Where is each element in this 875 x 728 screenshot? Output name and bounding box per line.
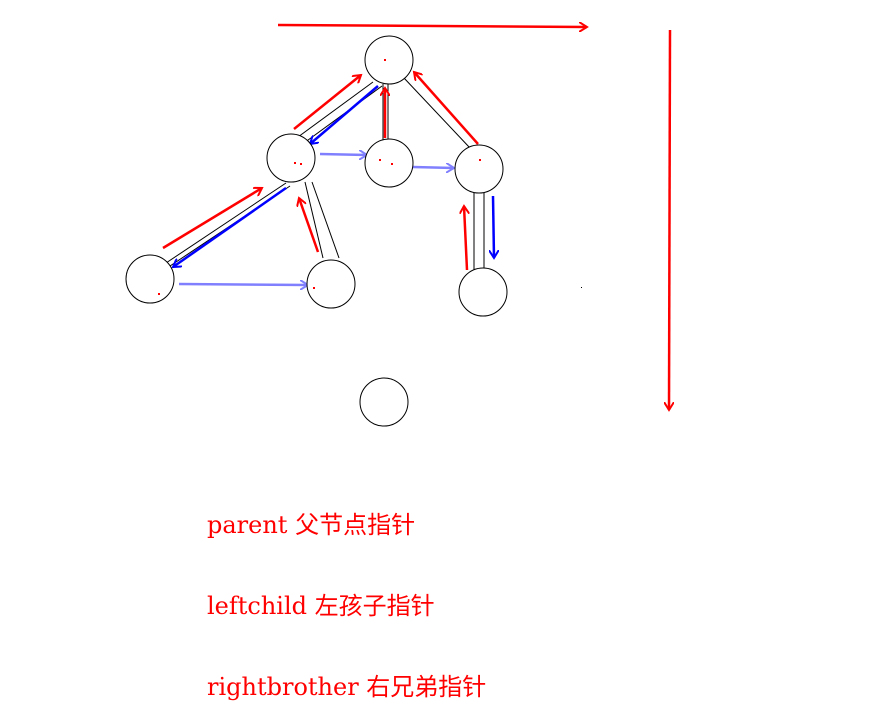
node-dot — [313, 287, 315, 289]
node-left — [266, 133, 316, 183]
rightbrother-arrow-mid-to-right — [412, 167, 454, 168]
edge-root-left-a — [297, 81, 374, 138]
edge-left-lr-a — [304, 181, 324, 259]
leftchild-pointers — [173, 85, 494, 267]
parent-arrow-rc-to-right — [464, 206, 467, 271]
legend-leftchild: leftchild 左孩子指针 — [207, 592, 435, 620]
node-dot — [391, 163, 393, 165]
leftchild-arrow-left-to-ll — [173, 186, 287, 267]
tree-nodes — [125, 35, 508, 427]
node-left-right — [306, 259, 356, 309]
node-right-child — [458, 267, 508, 317]
node-dot — [479, 159, 481, 161]
legend-rightbrother: rightbrother 右兄弟指针 — [207, 673, 487, 701]
node-dot — [384, 59, 386, 61]
horizontal-traversal-arrow — [277, 25, 587, 27]
rightbrother-arrow-left-to-mid — [319, 154, 367, 155]
node-left-left — [125, 254, 175, 304]
parent-pointers — [162, 72, 479, 271]
node-dot — [379, 159, 381, 161]
traversal-arrows — [277, 25, 670, 410]
parent-arrow-left-to-root — [293, 75, 361, 130]
parent-arrow-right-to-root — [414, 72, 479, 145]
tree-edges — [165, 77, 485, 270]
node-right — [454, 144, 504, 194]
rightbrother-pointers — [178, 154, 454, 285]
parent-arrow-ll-to-left — [162, 188, 262, 250]
node-mid — [364, 138, 414, 188]
legend: parent 父节点指针 leftchild 左孩子指针 rightbrothe… — [207, 458, 486, 728]
node-dot — [294, 162, 296, 164]
node-root — [364, 35, 414, 85]
vertical-traversal-arrow — [669, 29, 670, 410]
tree-diagram — [125, 0, 875, 427]
leftchild-arrow-root-to-left — [310, 85, 379, 144]
leftchild-arrow-right-to-rc — [493, 195, 494, 258]
edge-left-ll-a — [165, 182, 287, 264]
edge-left-lr-b — [311, 181, 340, 259]
legend-parent: parent 父节点指针 — [207, 511, 416, 539]
node-dots — [158, 59, 481, 295]
rightbrother-arrow-ll-to-lr — [178, 284, 308, 285]
edge-root-right — [403, 77, 471, 149]
node-isolated — [359, 377, 409, 427]
node-dot — [158, 293, 160, 295]
node-dot — [300, 163, 302, 165]
parent-arrow-lr-to-left — [299, 198, 320, 253]
stray-dot — [581, 287, 582, 288]
